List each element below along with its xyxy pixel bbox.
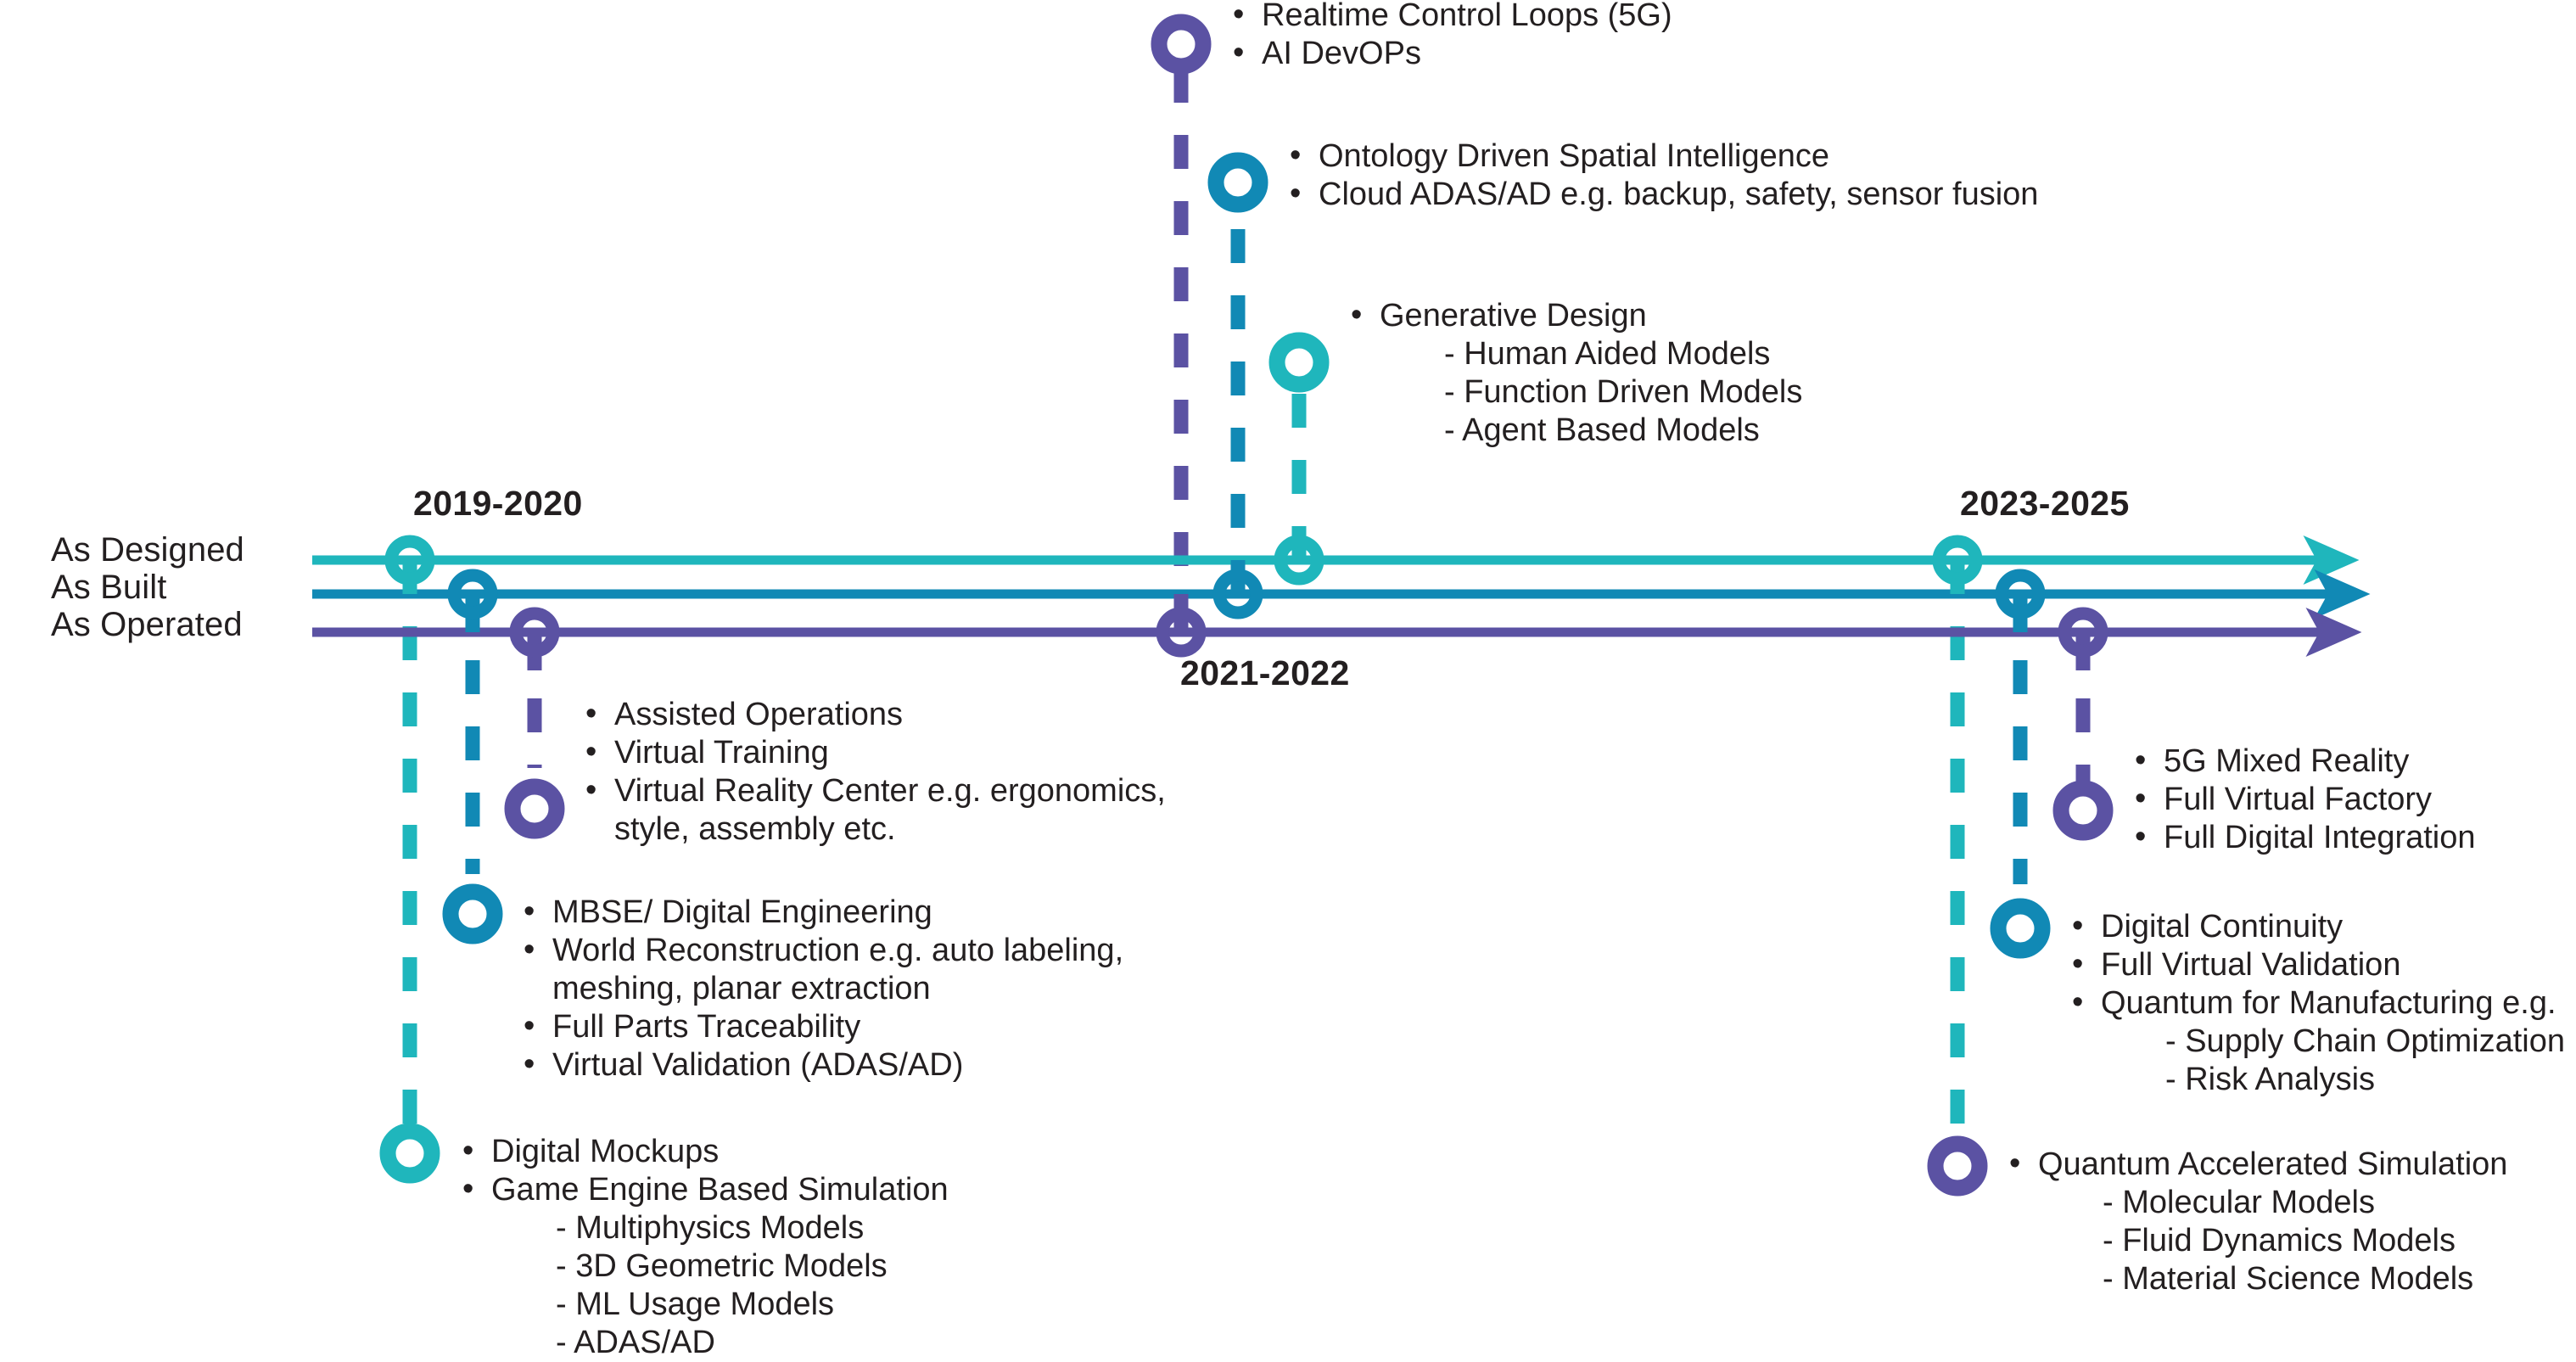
sub-item: - Fluid Dynamics Models (2103, 1223, 2456, 1258)
list-item-continuation: style, assembly etc. (614, 811, 896, 847)
list-item: Quantum Accelerated Simulation (2002, 1145, 2507, 1184)
sub-item: - Material Science Models (2103, 1261, 2474, 1297)
endpoint-marker-realtime-control-loops[interactable] (1151, 14, 1212, 75)
milestone-text-quantum-accelerated: Quantum Accelerated Simulation - Molecul… (2002, 1145, 2507, 1298)
list-item: Assisted Operations (579, 695, 1166, 734)
list-item: Full Virtual Factory (2128, 780, 2476, 819)
sub-item: - Supply Chain Optimization (2165, 1023, 2565, 1059)
sub-item: - 3D Geometric Models (556, 1248, 888, 1284)
period-label-2023-2025: 2023-2025 (1960, 484, 2130, 523)
endpoint-marker-digital-mockups[interactable] (379, 1123, 440, 1184)
marker-on-lane-ontology-driven[interactable] (1212, 560, 1263, 619)
list-item: Digital Continuity (2065, 907, 2565, 946)
marker-on-lane-digital-continuity[interactable] (1995, 569, 2046, 632)
list-item: World Reconstruction e.g. auto labeling, (517, 931, 1123, 970)
list-item: 5G Mixed Reality (2128, 742, 2476, 781)
milestone-text-ontology-driven: Ontology Driven Spatial Intelligence Clo… (1283, 137, 2038, 214)
marker-on-lane-quantum-accelerated[interactable] (1932, 535, 1983, 594)
sub-item: - Multiphysics Models (556, 1210, 865, 1246)
endpoint-marker-digital-continuity[interactable] (1990, 898, 2051, 959)
endpoint-marker-ontology-driven[interactable] (1207, 152, 1268, 213)
list-item: Quantum for Manufacturing e.g. (2065, 984, 2565, 1023)
endpoint-marker-5g-mixed-reality[interactable] (2052, 780, 2114, 841)
list-item-continuation: meshing, planar extraction (552, 971, 931, 1006)
sub-item: - Molecular Models (2103, 1185, 2375, 1220)
marker-on-lane-realtime-control-loops[interactable] (1156, 594, 1207, 658)
sub-item: - Agent Based Models (1444, 412, 1760, 448)
list-item: Full Parts Traceability (517, 1007, 1123, 1046)
milestone-text-digital-continuity: Digital Continuity Full Virtual Validati… (2065, 907, 2565, 1099)
marker-on-lane-mbse[interactable] (447, 569, 498, 632)
list-item: Digital Mockups (456, 1132, 949, 1171)
sub-item: - Function Driven Models (1444, 374, 1803, 410)
milestone-text-generative-design: Generative Design - Human Aided Models -… (1344, 296, 1803, 450)
marker-on-lane-5g-mixed-reality[interactable] (2058, 607, 2108, 670)
list-item: Virtual Training (579, 733, 1166, 772)
list-item: Realtime Control Loops (5G) (1226, 0, 1672, 35)
endpoint-marker-assisted-operations[interactable] (504, 778, 565, 839)
list-item: MBSE/ Digital Engineering (517, 893, 1123, 932)
marker-on-lane-assisted-operations[interactable] (509, 607, 560, 670)
list-item: Full Digital Integration (2128, 818, 2476, 857)
milestone-text-assisted-operations: Assisted Operations Virtual Training Vir… (579, 695, 1166, 849)
marker-on-lane-digital-mockups[interactable] (384, 535, 435, 594)
milestone-text-mbse: MBSE/ Digital Engineering World Reconstr… (517, 893, 1123, 1085)
milestone-text-realtime-control-loops: Realtime Control Loops (5G) AI DevOPs (1226, 0, 1672, 73)
lane-label-as-built: As Built (51, 569, 167, 606)
milestone-text-5g-mixed-reality: 5G Mixed Reality Full Virtual Factory Fu… (2128, 742, 2476, 857)
period-label-2021-2022: 2021-2022 (1180, 653, 1350, 692)
list-item: Ontology Driven Spatial Intelligence (1283, 137, 2038, 176)
lane-label-group: As Designed As Built As Operated (51, 531, 322, 643)
sub-item: - ADAS/AD (556, 1325, 715, 1360)
marker-on-lane-generative-design[interactable] (1274, 526, 1324, 586)
endpoint-marker-generative-design[interactable] (1268, 332, 1330, 393)
milestone-text-digital-mockups: Digital Mockups Game Engine Based Simula… (456, 1132, 949, 1362)
sub-item: - Human Aided Models (1444, 336, 1771, 372)
list-item: Game Engine Based Simulation (456, 1170, 949, 1209)
list-item: AI DevOPs (1226, 34, 1672, 73)
list-item: Virtual Reality Center e.g. ergonomics, (579, 771, 1166, 810)
endpoint-marker-mbse[interactable] (442, 883, 503, 944)
sub-item: - Risk Analysis (2165, 1062, 2376, 1097)
list-item: Cloud ADAS/AD e.g. backup, safety, senso… (1283, 175, 2038, 214)
lane-label-as-designed: As Designed (51, 531, 244, 569)
list-item: Generative Design (1344, 296, 1802, 335)
period-label-2019-2020: 2019-2020 (413, 484, 583, 523)
endpoint-marker-quantum-accelerated[interactable] (1927, 1135, 1988, 1197)
sub-item: - ML Usage Models (556, 1286, 835, 1322)
list-item: Full Virtual Validation (2065, 945, 2565, 984)
lane-label-as-operated: As Operated (51, 606, 243, 643)
list-item: Virtual Validation (ADAS/AD) (517, 1045, 1123, 1085)
